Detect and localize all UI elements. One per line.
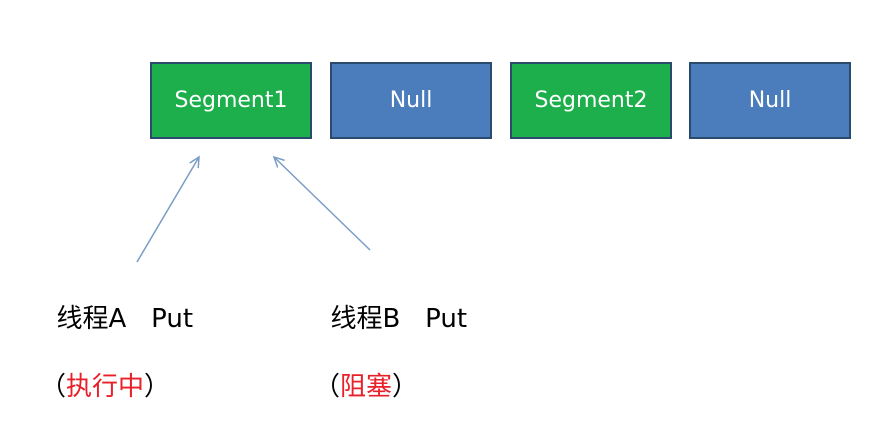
thread-b-label: 线程B Put （阻塞） [314,268,467,438]
thread-a-close-paren: ） [144,372,171,402]
segment-cell-1: Segment1 [150,62,312,139]
segment-cell-label: Null [389,88,433,113]
segment-cell-4: Null [689,62,851,139]
thread-a-label: 线程A Put （执行中） [40,268,193,438]
thread-a-name: 线程A [56,304,127,334]
thread-b-close-paren: ） [392,372,419,402]
segment-cell-label: Null [748,88,792,113]
segment-cell-label: Segment2 [534,88,648,113]
segment-cell-label: Segment1 [174,88,288,113]
thread-b-status: 阻塞 [340,372,393,402]
thread-b-action: Put [425,304,468,334]
arrow-thread-a [136,157,199,263]
thread-a-status: 执行中 [66,372,145,402]
thread-a-open-paren: （ [40,372,67,402]
segment-cell-2: Null [330,62,492,139]
thread-b-name: 线程B [330,304,401,334]
thread-a-action: Put [151,304,194,334]
thread-b-open-paren: （ [314,372,341,402]
arrow-thread-b [274,157,371,251]
segment-cell-3: Segment2 [510,62,672,139]
